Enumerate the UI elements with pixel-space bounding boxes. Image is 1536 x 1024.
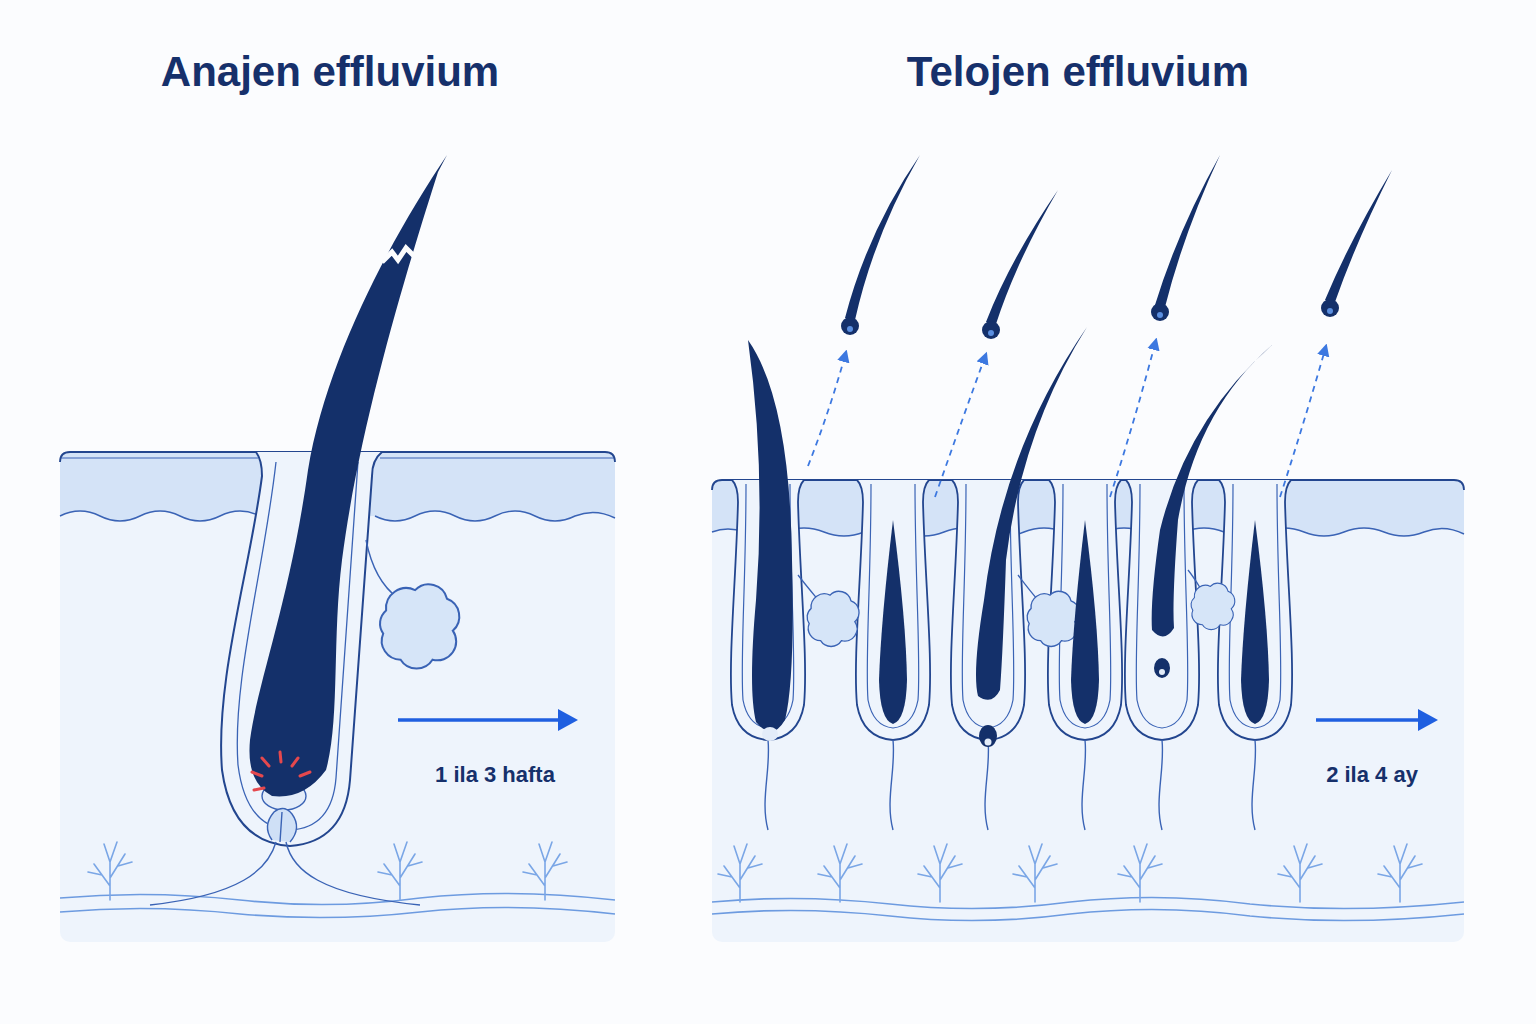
panel-heading: Telojen effluvium [907, 48, 1249, 96]
skin-ground [712, 480, 1464, 942]
anagen-panel: Anajen effluvium1 ila 3 hafta [60, 452, 615, 942]
duration-label: 2 ila 4 ay [1326, 762, 1418, 787]
hair-shaft [249, 155, 447, 796]
shed-hair [841, 155, 1392, 339]
panel-heading: Anajen effluvium [161, 48, 499, 96]
duration-label: 1 ila 3 hafta [435, 762, 555, 787]
anagen-panel [60, 155, 615, 942]
hair-shaft [748, 327, 1272, 747]
damage-marks [252, 752, 310, 790]
telogen-panel: Telojen effluvium2 ila 4 ay [712, 480, 1464, 942]
telogen-panel [712, 155, 1464, 942]
shed-arrow [808, 340, 1326, 497]
hair-break [382, 246, 422, 262]
